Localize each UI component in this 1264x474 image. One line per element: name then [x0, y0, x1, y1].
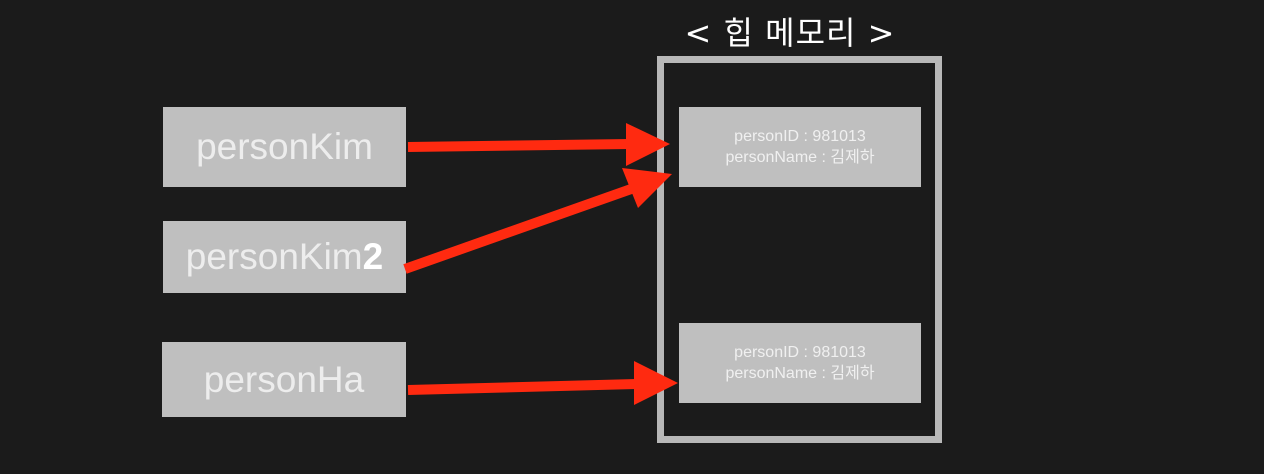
object-name-line: personName : 김제하	[725, 365, 875, 382]
reference-arrowhead	[626, 123, 670, 166]
reference-arrow-line	[407, 379, 639, 395]
variable-label-suffix: 2	[362, 236, 384, 277]
heap-object-1: personID : 981013 personName : 김제하	[679, 107, 921, 187]
heap-memory-frame	[657, 56, 942, 443]
object-name-line: personName : 김제하	[725, 149, 875, 166]
reference-arrowhead	[622, 168, 672, 208]
object-id-line: personID : 981013	[734, 128, 866, 145]
variable-box-personkim: personKim	[163, 107, 406, 187]
variable-label: personHa	[203, 358, 365, 400]
heap-object-2: personID : 981013 personName : 김제하	[679, 323, 921, 403]
heap-memory-title: < 힙 메모리 >	[684, 14, 896, 52]
variable-label: personKim	[196, 126, 373, 167]
variable-box-personha: personHa	[162, 342, 406, 417]
reference-arrow-line	[407, 139, 631, 152]
reference-arrowhead	[634, 361, 678, 405]
reference-arrow-line	[403, 183, 636, 274]
object-id-line: personID : 981013	[734, 344, 866, 361]
variable-label: personKim	[185, 236, 363, 277]
